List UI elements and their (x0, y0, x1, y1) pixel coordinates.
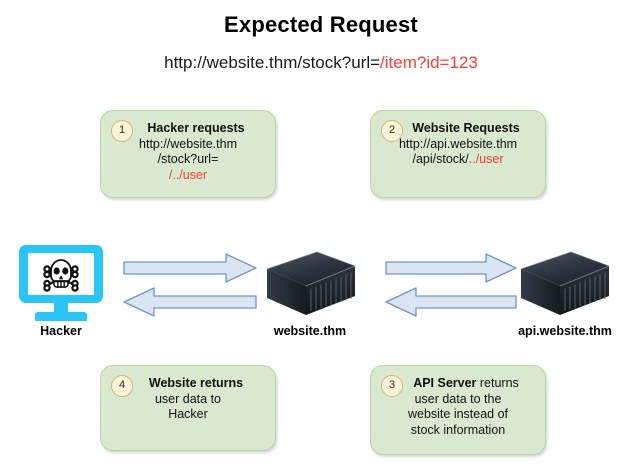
step-number-badge-1: 1 (111, 120, 133, 142)
arrow-group-website-api (385, 253, 517, 317)
callout-step-3-heading: API Server (413, 376, 477, 390)
callout-step-2-line2-red: ../user (468, 152, 504, 166)
callout-step-4: 4 Website returns user data to Hacker (100, 365, 276, 451)
callout-step-1-line3: /../user (168, 167, 208, 182)
callout-step-4-line1: user data to (154, 391, 221, 406)
callout-step-2: 2 Website Requests http://api.website.th… (370, 110, 546, 198)
node-label-website: website.thm (273, 324, 347, 338)
arrow-group-hacker-website (123, 253, 257, 317)
server-icon-website (266, 251, 356, 315)
arrow-website-to-api (385, 253, 517, 283)
arrow-website-to-hacker (123, 287, 257, 317)
callout-step-1-line2: /stock?url= (157, 152, 219, 166)
step-number-badge-2: 2 (381, 120, 403, 142)
callout-step-1: 1 Hacker requests http://website.thm /st… (100, 110, 276, 198)
arrow-hacker-to-website (123, 253, 257, 283)
skull-monitor-icon (19, 245, 103, 321)
callout-step-3-line3: stock information (410, 422, 506, 437)
arrow-api-to-website (385, 287, 517, 317)
callout-step-4-text: Website returns user data to Hacker (113, 376, 263, 423)
callout-step-3-text: API Server returns user data to the webs… (383, 376, 533, 438)
callout-step-2-heading: Website Requests (412, 121, 520, 135)
url-suffix: /item?id=123 (380, 53, 478, 72)
callout-step-3-heading-rest: returns (476, 376, 519, 390)
callout-step-4-line2: Hacker (168, 407, 208, 421)
node-label-api: api.website.thm (518, 324, 612, 338)
callout-step-3-heading-wrap: API Server returns (383, 376, 533, 392)
callout-step-1-text: Hacker requests http://website.thm /stoc… (113, 121, 263, 183)
callout-step-1-line1: http://website.thm (139, 136, 237, 151)
callout-step-3-line1: user data to the (414, 391, 502, 406)
page-title: Expected Request (224, 12, 418, 37)
callout-step-3-line2: website instead of (407, 407, 509, 421)
callout-step-3: 3 API Server returns user data to the we… (370, 365, 546, 455)
callout-step-2-line2: /api/stock/ (412, 152, 469, 166)
step-number-badge-3: 3 (381, 375, 403, 397)
node-label-hacker: Hacker (40, 324, 82, 338)
url-prefix: http://website.thm/stock?url= (164, 53, 381, 72)
step-number-badge-4: 4 (111, 375, 133, 397)
callout-step-2-line1: http://api.website.thm (398, 136, 518, 151)
callout-step-2-text: Website Requests http://api.website.thm … (383, 121, 533, 168)
callout-step-1-heading: Hacker requests (147, 121, 245, 135)
server-icon-api (520, 251, 610, 315)
callout-step-4-heading: Website returns (148, 376, 244, 390)
expected-request-url: http://website.thm/stock?url=/item?id=12… (0, 53, 642, 73)
